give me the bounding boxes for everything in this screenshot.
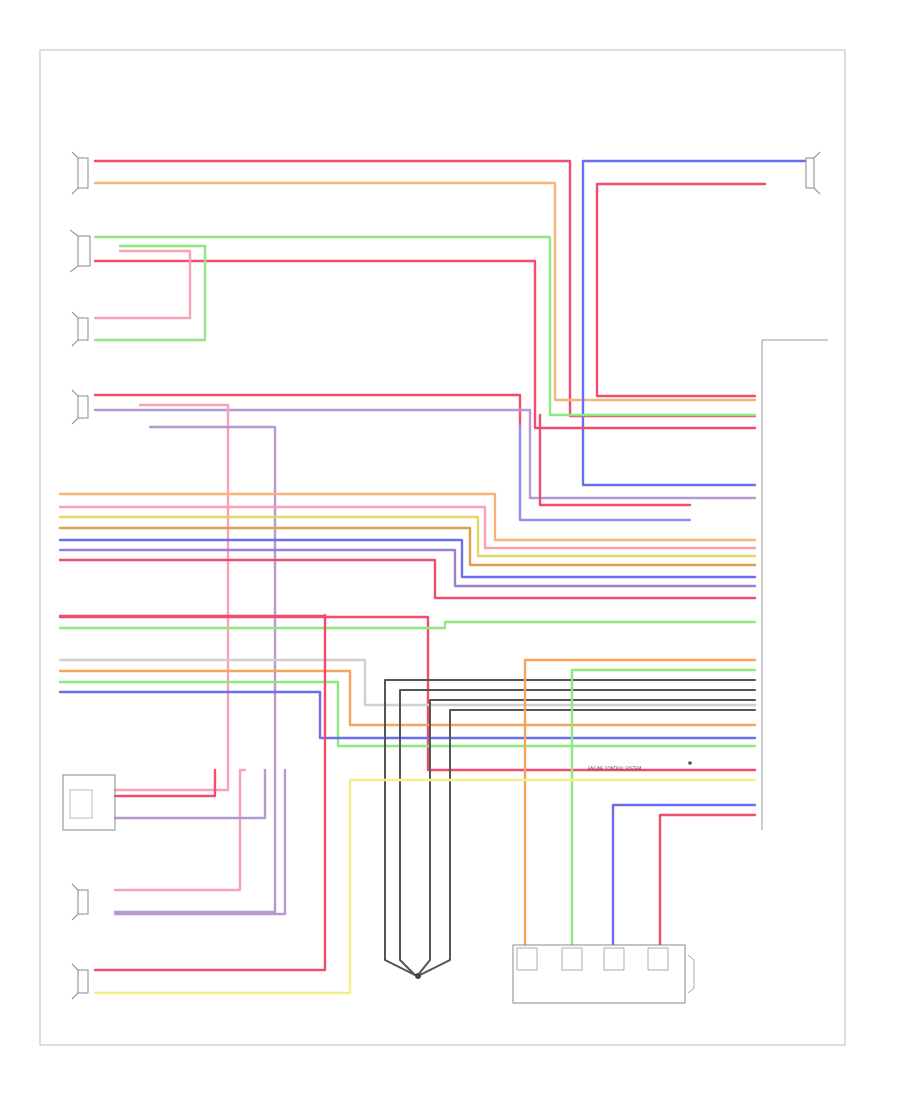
wire-green xyxy=(93,235,757,417)
wire-orange xyxy=(58,669,757,727)
engine-control-marker xyxy=(688,761,692,765)
amplifier-bracket xyxy=(687,954,695,994)
wire-green xyxy=(570,668,757,947)
wire-blue xyxy=(518,424,692,522)
wire-orange xyxy=(523,658,757,947)
wire-red xyxy=(58,558,757,600)
wire-dark xyxy=(384,679,756,976)
head-unit-connector xyxy=(761,339,828,830)
speaker-top-left xyxy=(71,151,89,195)
module-box xyxy=(62,774,116,831)
wire-violet xyxy=(113,768,267,820)
wire-blue xyxy=(58,690,757,740)
wire-pink xyxy=(113,403,230,792)
wire-orange xyxy=(58,526,757,567)
wire-yellow xyxy=(58,515,757,558)
wire-red xyxy=(595,182,767,398)
right-front-speaker xyxy=(805,151,821,195)
driver-door-speaker xyxy=(71,389,89,425)
wire-red xyxy=(113,768,217,798)
wire-violet xyxy=(113,768,287,916)
wire-red xyxy=(93,393,522,428)
wire-red xyxy=(538,413,692,507)
wire-orange xyxy=(58,492,757,542)
wire-green xyxy=(93,244,207,342)
wire-pink xyxy=(58,505,757,550)
wire-yellow xyxy=(93,778,757,995)
wire-blue xyxy=(581,159,807,487)
tweeter-left xyxy=(69,229,91,273)
wire-dark xyxy=(399,689,756,976)
wire-dark xyxy=(417,699,756,976)
ground-symbol xyxy=(415,973,421,979)
wire-red xyxy=(93,259,757,430)
module-inner xyxy=(69,789,93,819)
wire-green xyxy=(58,680,757,748)
wire-dark xyxy=(419,709,756,976)
wire-green xyxy=(58,620,757,630)
wire-gray xyxy=(58,658,757,707)
rear-speaker xyxy=(71,963,89,1000)
wire-blue xyxy=(611,803,757,947)
rear-tweeter xyxy=(71,883,89,921)
wires xyxy=(58,159,807,995)
wire-red xyxy=(658,813,757,947)
woofer-left xyxy=(71,311,89,347)
amplifier-pins xyxy=(516,947,669,971)
wire-violet xyxy=(113,425,277,914)
wire-violet xyxy=(58,548,757,588)
wire-red xyxy=(93,613,327,972)
engine-control-label: ENGINE CONTROL SYSTEM xyxy=(588,766,642,771)
wire-pink xyxy=(93,249,192,320)
wire-pink xyxy=(113,768,247,892)
wire-violet xyxy=(93,408,757,500)
wire-blue xyxy=(58,538,757,579)
wire-orange xyxy=(93,181,757,402)
